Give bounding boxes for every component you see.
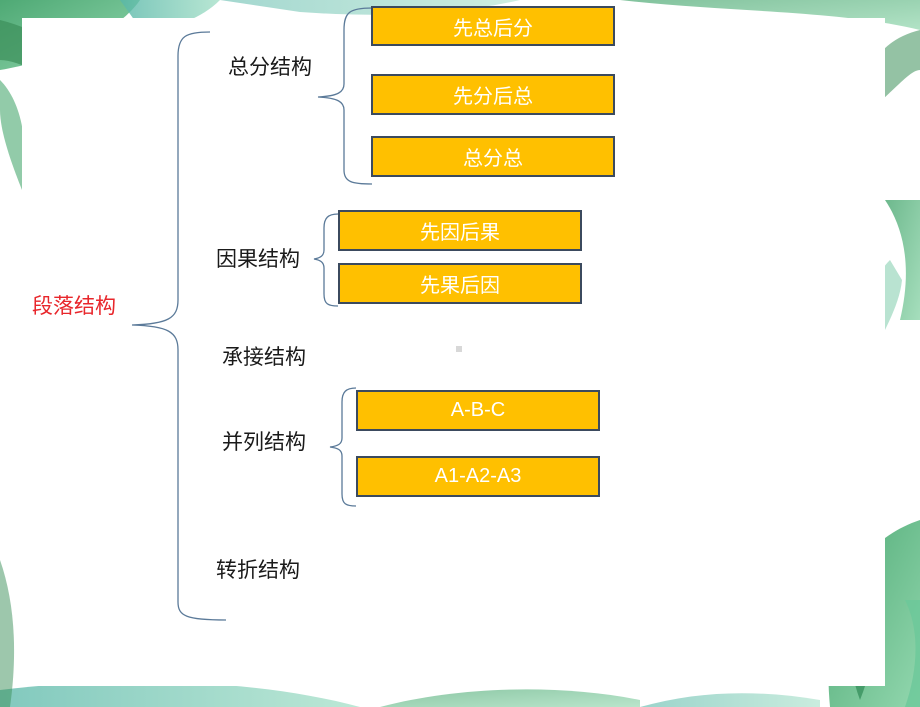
leaf-box: A-B-C [356,390,600,431]
branch-bracket-zongfen [317,7,373,185]
leaf-box: 先总后分 [371,6,615,46]
decorative-dot [456,346,462,352]
root-bracket [131,31,227,621]
branch-bracket-yinguo [313,213,339,307]
leaf-box: 先果后因 [338,263,582,304]
content-panel [22,18,885,686]
branch-bracket-binglie [329,387,357,507]
branch-label-yinguo: 因果结构 [216,247,300,271]
branch-label-binglie: 并列结构 [222,430,306,454]
leaf-box: A1-A2-A3 [356,456,600,497]
branch-label-chengjie: 承接结构 [222,345,306,369]
root-label: 段落结构 [32,294,116,318]
leaf-box: 总分总 [371,136,615,177]
branch-label-zongfen: 总分结构 [228,55,312,79]
leaf-box: 先分后总 [371,74,615,115]
leaf-box: 先因后果 [338,210,582,251]
branch-label-zhuanzhe: 转折结构 [216,558,300,582]
